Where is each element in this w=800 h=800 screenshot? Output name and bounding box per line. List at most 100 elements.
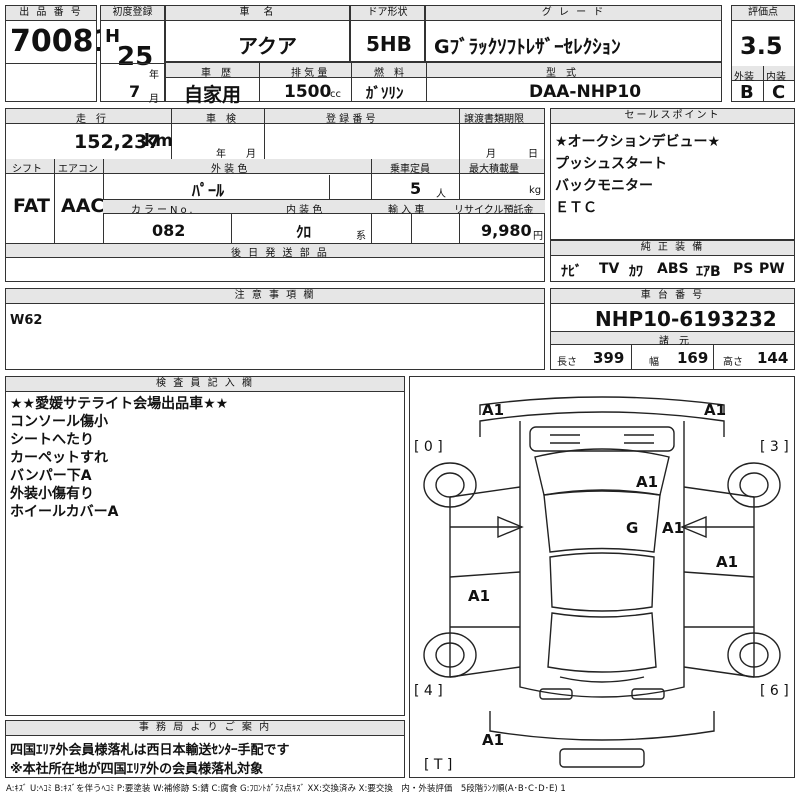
- later-parts-label: 後 日 発 送 部 品: [231, 248, 329, 259]
- inspector-line: 外装小傷有り: [10, 486, 94, 502]
- capacity-label: 乗車定員: [390, 164, 430, 175]
- corner-label: [ 3 ]: [760, 439, 789, 455]
- history-label: 車 歴: [201, 68, 231, 79]
- mileage-unit: km: [144, 131, 174, 151]
- displacement: 1500: [284, 82, 332, 102]
- color-no-label: カラーNo.: [131, 205, 196, 216]
- inspection-year-unit: 年: [216, 149, 226, 160]
- exterior-label: 外装: [734, 72, 754, 83]
- inspector-line: ホイールカバーA: [10, 504, 119, 520]
- color: ﾊﾟｰﾙ: [192, 181, 225, 200]
- equipment-item: ｶﾜ: [629, 264, 643, 280]
- inspection-label: 車 検: [206, 114, 236, 125]
- inspector-line: コンソール傷小: [10, 414, 108, 430]
- caution-text: W62: [10, 313, 43, 328]
- first-registration-label: 初度登録: [101, 6, 164, 21]
- registration-year: 25: [117, 42, 154, 72]
- transfer-month-unit: 月: [486, 149, 496, 160]
- interior-label: 内装: [766, 72, 786, 83]
- model-name: アクア: [238, 34, 297, 58]
- score: 3.5: [740, 32, 783, 60]
- sales-point-item: ＥＴＣ: [555, 200, 597, 216]
- equipment-item: ABS: [657, 261, 689, 277]
- damage-mark: A1: [716, 553, 739, 571]
- load-unit: kg: [529, 185, 542, 196]
- chassis-number: NHP10-6193232: [595, 307, 777, 331]
- sales-points-label: セールスポイント: [551, 109, 794, 124]
- year-unit: 年: [149, 70, 159, 81]
- history: 自家用: [184, 84, 242, 106]
- color-no: 082: [152, 221, 186, 240]
- sales-point-item: ★オークションデビュー★: [555, 134, 721, 150]
- fuel: ｶﾞｿﾘﾝ: [366, 84, 404, 102]
- damage-mark: A1: [636, 473, 659, 491]
- shift-label: シフト: [12, 164, 42, 175]
- width: 169: [677, 349, 709, 367]
- first-registration-box: 初度登録 H 25 年 7 月: [100, 5, 165, 105]
- office-line: ※本社所在地が四国ｴﾘｱ外の会員様落札対象: [10, 762, 264, 777]
- interior-color-unit: 系: [356, 231, 366, 242]
- damage-mark: A1: [468, 587, 491, 605]
- dims-label: 諸 元: [659, 336, 689, 347]
- damage-mark: A1: [662, 519, 685, 537]
- damage-mark: A1: [482, 401, 505, 419]
- corner-label: [ T ]: [424, 757, 453, 773]
- interior-color: ｸﾛ: [296, 223, 312, 241]
- score-box: 評価点 3.5 外装 内装 B C: [731, 5, 795, 103]
- lot-number: 70081: [10, 24, 115, 59]
- office-line: 四国ｴﾘｱ外会員様落札は西日本輸送ｾﾝﾀｰ手配です: [10, 743, 290, 758]
- equipment-item: PW: [759, 261, 785, 277]
- capacity: 5: [410, 179, 422, 198]
- ac-label: エアコン: [58, 164, 98, 175]
- displacement-unit: cc: [330, 89, 341, 100]
- recycle-unit: 円: [533, 231, 543, 242]
- history-row: 車 歴 排 気 量 燃 料 型 式 自家用 1500 cc ｶﾞｿﾘﾝ DAA-…: [165, 62, 722, 106]
- reg-no-label: 登 録 番 号: [326, 114, 376, 125]
- height: 144: [757, 349, 789, 367]
- interior-color-label: 内 装 色: [286, 205, 323, 216]
- lot-number-box: 出 品 番 号 70081: [5, 5, 114, 102]
- model-name-label: 車 名: [166, 6, 349, 21]
- grade-box: グ レ ー ド Gﾌﾞﾗｯｸｿﾌﾄﾚｻﾞｰｾﾚｸｼｮﾝ: [425, 5, 722, 62]
- import-label: 輸 入 車: [388, 205, 425, 216]
- legend: A:ｷｽﾞ U:ﾍｺﾐ B:ｷｽﾞを伴うﾍｺﾐ P:要塗装 W:補修跡 S:錆 …: [6, 784, 566, 794]
- office-box: 事 務 局 よ り ご 案 内 四国ｴﾘｱ外会員様落札は西日本輸送ｾﾝﾀｰ手配で…: [5, 720, 405, 778]
- model-name-box: 車 名 アクア: [165, 5, 350, 62]
- damage-mark: A1: [704, 401, 727, 419]
- inspector-label: 検 査 員 記 入 欄: [6, 377, 404, 392]
- car-diagram-box: [ 0 ] [ 3 ] [ 4 ] [ 6 ] [ T ] A1 A1 A1 G…: [409, 376, 795, 778]
- damage-mark: G: [626, 519, 639, 537]
- inspector-line: シートへたり: [10, 432, 94, 448]
- score-label: 評価点: [732, 6, 794, 21]
- registration-month: 7: [129, 82, 141, 101]
- equipment-box: 純 正 装 備 ﾅﾋﾞ TV ｶﾜ ABS ｴｱB PS PW: [550, 240, 795, 282]
- office-label: 事 務 局 よ り ご 案 内: [6, 721, 404, 736]
- sales-point-item: プッシュスタート: [555, 156, 667, 172]
- inspector-line: ★★愛媛サテライト会場出品車★★: [10, 396, 229, 412]
- door-type: 5HB: [366, 32, 412, 56]
- transfer-day-unit: 日: [528, 149, 538, 160]
- sales-point-item: バックモニター: [555, 178, 653, 194]
- door-box: ドア形状 5HB: [350, 5, 425, 62]
- displacement-label: 排 気 量: [291, 68, 328, 79]
- exterior-grade: B: [740, 82, 754, 103]
- grade-label: グ レ ー ド: [426, 6, 721, 21]
- transfer-label: 譲渡書類期限: [464, 114, 524, 125]
- inspector-line: カーペットすれ: [10, 450, 108, 466]
- chassis-label: 車 台 番 号: [551, 289, 794, 304]
- type-code: DAA-NHP10: [529, 82, 642, 102]
- width-label: 幅: [649, 357, 659, 368]
- caution-box: 注 意 事 項 欄 W62: [5, 288, 545, 370]
- inspector-box: 検 査 員 記 入 欄 ★★愛媛サテライト会場出品車★★ コンソール傷小 シート…: [5, 376, 405, 716]
- inspector-line: バンパー下A: [10, 468, 92, 484]
- height-label: 高さ: [723, 357, 743, 368]
- corner-label: [ 6 ]: [760, 683, 789, 699]
- era-mark: H: [105, 26, 121, 47]
- sales-points-box: セールスポイント ★オークションデビュー★ プッシュスタート バックモニター Ｅ…: [550, 108, 795, 240]
- chassis-box: 車 台 番 号 NHP10-6193232 諸 元 長さ 399 幅 169 高…: [550, 288, 795, 370]
- grade: Gﾌﾞﾗｯｸｿﾌﾄﾚｻﾞｰｾﾚｸｼｮﾝ: [434, 36, 621, 58]
- recycle-label: リサイクル預託金: [454, 205, 534, 216]
- month-unit: 月: [149, 94, 159, 105]
- equipment-item: PS: [733, 261, 754, 277]
- door-label: ドア形状: [351, 6, 424, 21]
